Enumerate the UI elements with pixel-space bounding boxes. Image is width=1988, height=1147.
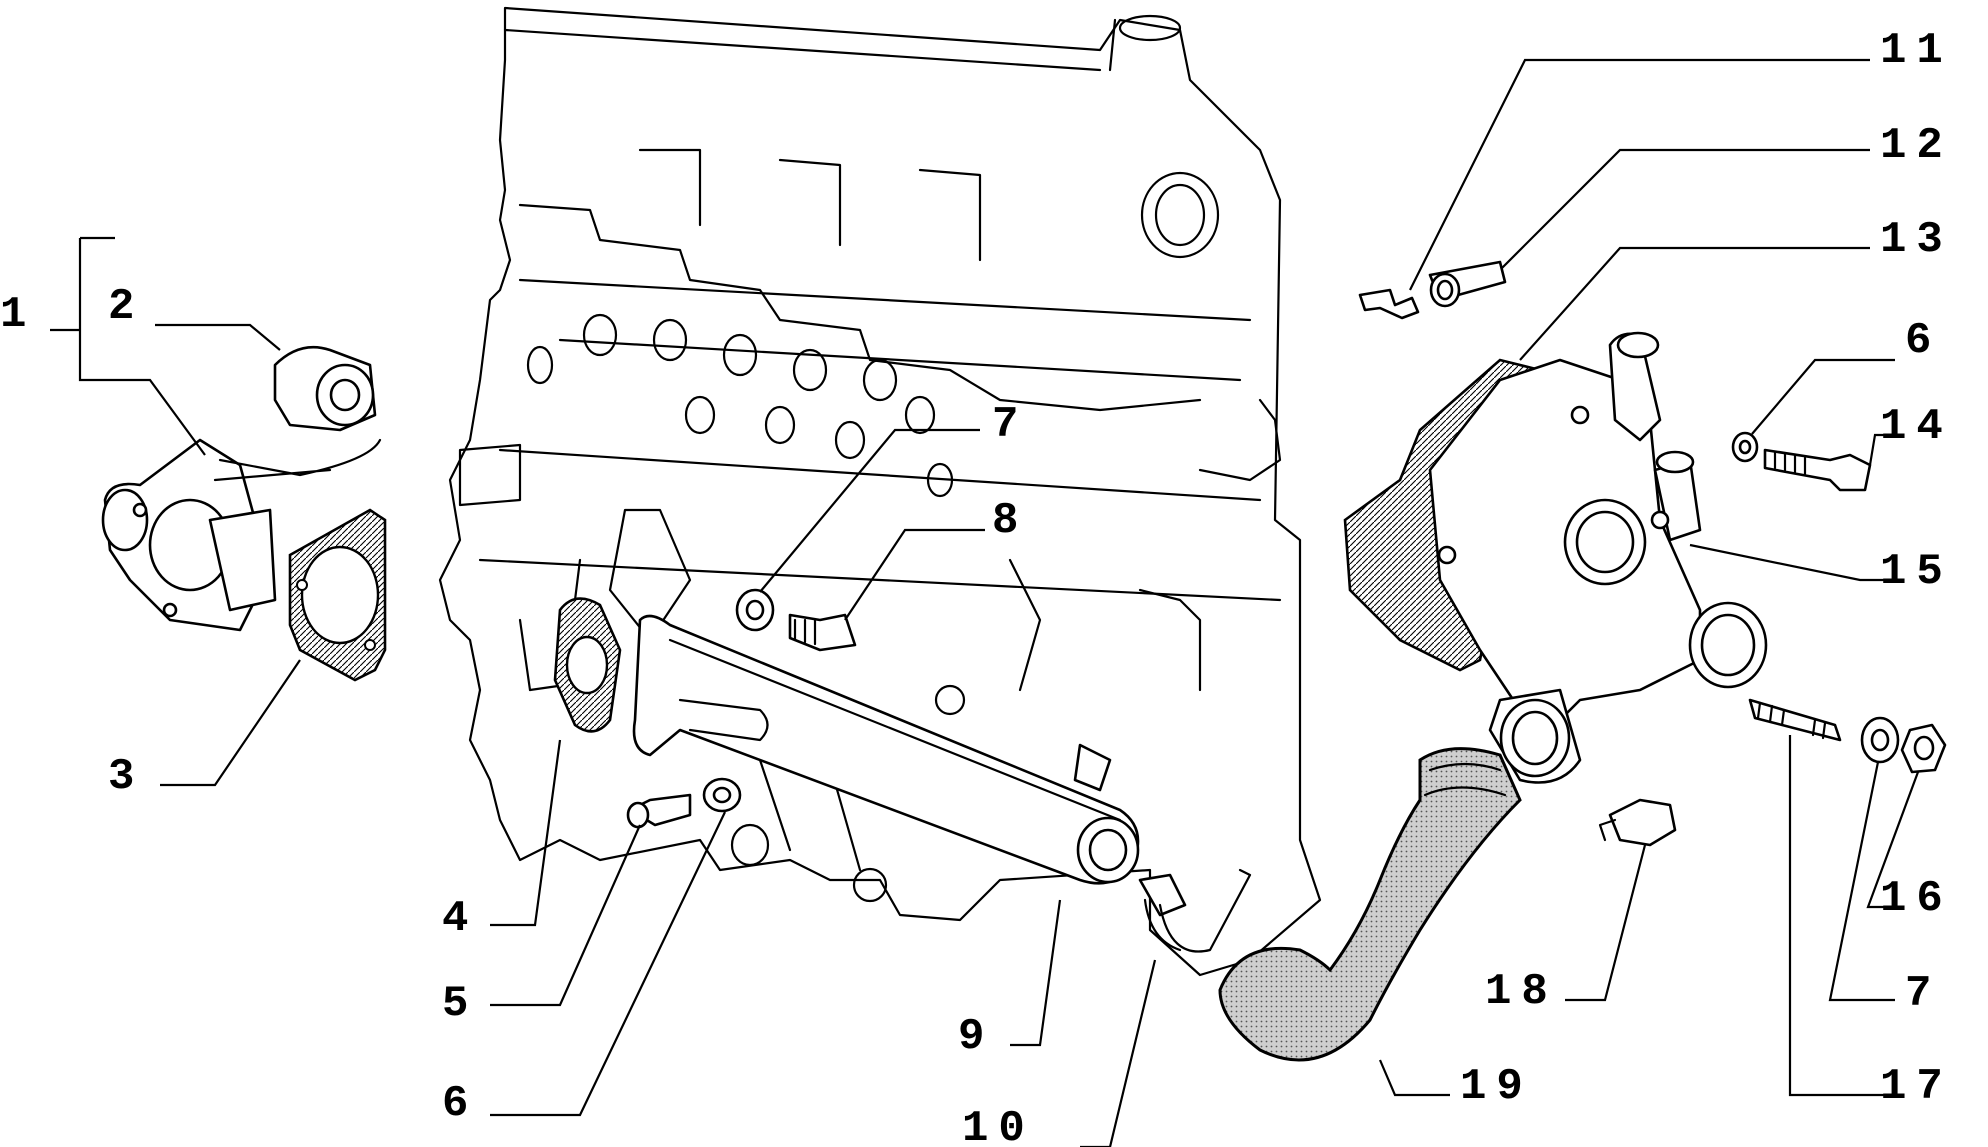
callout-1: 1 [0, 290, 36, 340]
bolt-8 [788, 613, 857, 652]
washer-7-right [1860, 716, 1900, 764]
callout-19: 19 [1460, 1062, 1533, 1112]
callout-labels: 1 2 3 4 5 6 7 8 9 10 11 12 13 6 14 15 16… [0, 26, 1953, 1147]
callout-6-left: 6 [442, 1079, 478, 1129]
callout-16: 16 [1880, 874, 1953, 924]
nut-16 [1900, 723, 1947, 774]
pipe-gasket [553, 597, 622, 733]
callout-9: 9 [958, 1012, 994, 1062]
water-pump-housing [1428, 331, 1768, 784]
washer-6-left [702, 777, 742, 813]
washer-7-upper [735, 588, 775, 632]
thermostat [273, 345, 377, 432]
callout-17: 17 [1880, 1062, 1953, 1112]
callout-14: 14 [1880, 402, 1953, 452]
callout-7-right: 7 [1905, 969, 1941, 1019]
bolt-5 [626, 793, 692, 829]
callout-4: 4 [442, 894, 478, 944]
bolt-18 [1598, 798, 1677, 847]
bolt-14 [1763, 448, 1872, 492]
stud-17 [1748, 698, 1842, 742]
callout-7-upper: 7 [992, 400, 1028, 450]
sleeve-12 [1428, 260, 1507, 308]
callout-2: 2 [108, 282, 144, 332]
coolant-pipe [632, 614, 1140, 885]
sender-11 [1358, 288, 1420, 320]
callout-12: 12 [1880, 121, 1953, 171]
callout-leaders [50, 58, 1920, 1147]
coolant-hose [1218, 747, 1522, 1062]
callout-5: 5 [442, 979, 478, 1029]
callout-15: 15 [1880, 547, 1953, 597]
callout-3: 3 [108, 752, 144, 802]
washer-6-right [1731, 431, 1759, 463]
callout-10: 10 [962, 1104, 1035, 1147]
thermostat-gasket [288, 508, 387, 682]
callout-8: 8 [992, 496, 1028, 546]
callout-6-right: 6 [1905, 316, 1941, 366]
temperature-sensor [1138, 868, 1252, 953]
callout-18: 18 [1485, 967, 1558, 1017]
engine-block [438, 6, 1322, 977]
thermostat-housing [101, 438, 382, 632]
callout-11: 11 [1880, 26, 1953, 76]
callout-13: 13 [1880, 215, 1953, 265]
